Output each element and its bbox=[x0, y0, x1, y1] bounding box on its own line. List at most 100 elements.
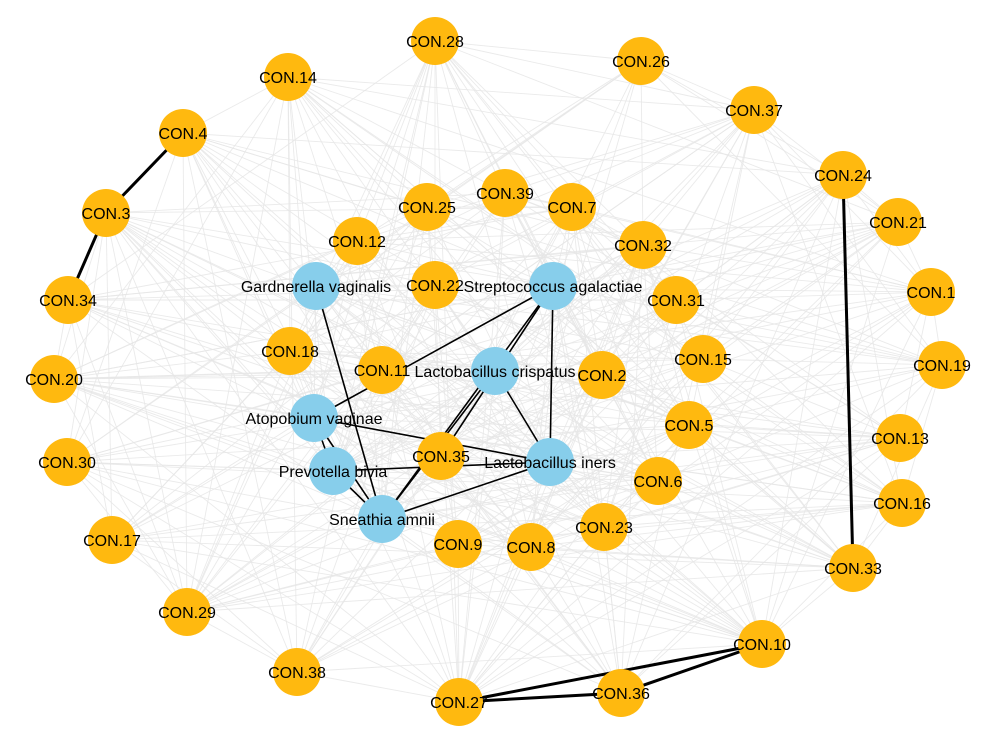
faint-edge bbox=[67, 206, 573, 301]
faint-edge bbox=[53, 76, 289, 380]
node-label: CON.20 bbox=[25, 372, 83, 389]
node-label: CON.2 bbox=[578, 368, 627, 385]
node-c13[interactable]: CON.13 bbox=[871, 414, 929, 462]
node-lc[interactable]: Lactobacillus crispatus bbox=[415, 347, 576, 395]
node-c38[interactable]: CON.38 bbox=[268, 648, 326, 696]
node-label: Sneathia amnii bbox=[329, 512, 435, 529]
node-c15[interactable]: CON.15 bbox=[674, 335, 732, 383]
faint-edge bbox=[66, 424, 690, 463]
node-li[interactable]: Lactobacillus iners bbox=[484, 438, 616, 486]
node-c1[interactable]: CON.1 bbox=[907, 268, 956, 316]
node-c27[interactable]: CON.27 bbox=[430, 678, 488, 726]
node-c2[interactable]: CON.2 bbox=[578, 351, 627, 399]
node-c8[interactable]: CON.8 bbox=[507, 523, 556, 571]
faint-edge bbox=[67, 299, 622, 694]
faint-edge bbox=[66, 461, 298, 673]
node-c9[interactable]: CON.9 bbox=[434, 520, 483, 568]
node-c12[interactable]: CON.12 bbox=[328, 217, 386, 265]
faint-edge bbox=[434, 40, 551, 463]
faint-edge bbox=[287, 76, 506, 194]
strong-edge bbox=[381, 285, 554, 520]
node-c23[interactable]: CON.23 bbox=[575, 503, 633, 551]
node-pb[interactable]: Prevotella bivia bbox=[279, 447, 388, 495]
node-c16[interactable]: CON.16 bbox=[873, 479, 931, 527]
node-c24[interactable]: CON.24 bbox=[814, 151, 872, 199]
node-label: CON.28 bbox=[406, 34, 464, 51]
faint-edge bbox=[753, 109, 943, 366]
faint-edge bbox=[287, 76, 755, 111]
faint-edge bbox=[296, 643, 763, 673]
node-ga[interactable]: Gardnerella vaginalis bbox=[241, 262, 391, 310]
node-label: CON.22 bbox=[406, 278, 464, 295]
node-av[interactable]: Atopobium vaginae bbox=[246, 394, 383, 442]
faint-edge bbox=[642, 244, 659, 482]
node-c35[interactable]: CON.35 bbox=[412, 432, 470, 480]
node-c29[interactable]: CON.29 bbox=[158, 588, 216, 636]
faint-edge bbox=[603, 299, 677, 528]
node-c3[interactable]: CON.3 bbox=[82, 189, 131, 237]
faint-edge bbox=[899, 291, 932, 439]
node-c20[interactable]: CON.20 bbox=[25, 355, 83, 403]
faint-edge bbox=[458, 364, 943, 703]
node-label: CON.19 bbox=[913, 358, 971, 375]
control-node-circle bbox=[273, 648, 321, 696]
faint-edge bbox=[640, 60, 644, 246]
strong-edge bbox=[549, 285, 554, 463]
node-c37[interactable]: CON.37 bbox=[725, 86, 783, 134]
faint-edge bbox=[434, 40, 642, 62]
node-c19[interactable]: CON.19 bbox=[913, 341, 971, 389]
node-c34[interactable]: CON.34 bbox=[39, 276, 97, 324]
faint-edge bbox=[458, 192, 506, 703]
strong-edge bbox=[313, 285, 554, 419]
node-c6[interactable]: CON.6 bbox=[634, 457, 683, 505]
faint-edge bbox=[53, 370, 496, 380]
faint-edge bbox=[434, 40, 460, 703]
node-c26[interactable]: CON.26 bbox=[612, 37, 670, 85]
node-label: CON.15 bbox=[674, 352, 732, 369]
node-label: CON.21 bbox=[869, 215, 927, 232]
node-c30[interactable]: CON.30 bbox=[38, 438, 96, 486]
faint-edge bbox=[434, 284, 943, 366]
node-c21[interactable]: CON.21 bbox=[869, 198, 927, 246]
control-node-circle bbox=[358, 346, 406, 394]
control-node-circle bbox=[679, 335, 727, 383]
node-c22[interactable]: CON.22 bbox=[406, 261, 464, 309]
node-st[interactable]: Streptococcus agalactiae bbox=[464, 262, 643, 310]
faint-edge bbox=[287, 76, 659, 482]
node-c25[interactable]: CON.25 bbox=[398, 183, 456, 231]
node-layer: Gardnerella vaginalis Streptococcus agala… bbox=[25, 17, 971, 726]
node-c39[interactable]: CON.39 bbox=[476, 169, 534, 217]
faint-edge bbox=[182, 132, 659, 482]
node-c28[interactable]: CON.28 bbox=[406, 17, 464, 65]
faint-edge bbox=[111, 417, 315, 541]
node-c32[interactable]: CON.32 bbox=[614, 221, 672, 269]
faint-edge bbox=[332, 470, 532, 548]
node-c14[interactable]: CON.14 bbox=[259, 53, 317, 101]
node-c31[interactable]: CON.31 bbox=[647, 276, 705, 324]
node-c10[interactable]: CON.10 bbox=[733, 620, 791, 668]
faint-edge bbox=[182, 132, 188, 613]
node-c33[interactable]: CON.33 bbox=[824, 544, 882, 592]
node-label: CON.4 bbox=[159, 126, 208, 143]
node-c7[interactable]: CON.7 bbox=[548, 183, 597, 231]
control-node-circle bbox=[829, 544, 877, 592]
node-label: Atopobium vaginae bbox=[246, 411, 383, 428]
taxon-node-circle bbox=[526, 438, 574, 486]
node-c17[interactable]: CON.17 bbox=[83, 516, 141, 564]
node-c11[interactable]: CON.11 bbox=[354, 346, 411, 394]
node-label: CON.16 bbox=[873, 496, 931, 513]
node-c36[interactable]: CON.36 bbox=[592, 669, 650, 717]
control-node-circle bbox=[411, 261, 459, 309]
node-label: CON.33 bbox=[824, 561, 882, 578]
taxon-node-circle bbox=[292, 262, 340, 310]
faint-edge bbox=[53, 378, 460, 703]
node-label: CON.25 bbox=[398, 200, 456, 217]
node-c18[interactable]: CON.18 bbox=[261, 327, 319, 375]
node-c4[interactable]: CON.4 bbox=[159, 109, 208, 157]
node-label: CON.27 bbox=[430, 695, 488, 712]
node-c5[interactable]: CON.5 bbox=[665, 401, 714, 449]
faint-edge bbox=[381, 518, 622, 694]
node-sa[interactable]: Sneathia amnii bbox=[329, 495, 435, 543]
node-label: CON.9 bbox=[434, 537, 483, 554]
faint-edge bbox=[603, 526, 763, 645]
